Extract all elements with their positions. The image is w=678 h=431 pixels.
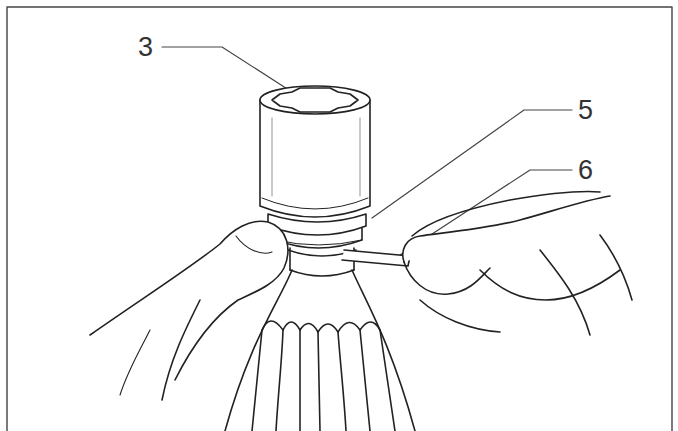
bottle <box>225 270 415 431</box>
callout-number: 6 <box>578 157 593 184</box>
leader-line <box>372 110 572 218</box>
callout-number: 5 <box>578 97 593 124</box>
pry-strip <box>342 250 410 266</box>
socket <box>260 86 370 217</box>
right-hand <box>403 191 632 335</box>
leader-line <box>162 47 292 92</box>
left-hand <box>90 221 288 400</box>
frame <box>7 7 672 431</box>
callout-number: 3 <box>138 34 153 61</box>
